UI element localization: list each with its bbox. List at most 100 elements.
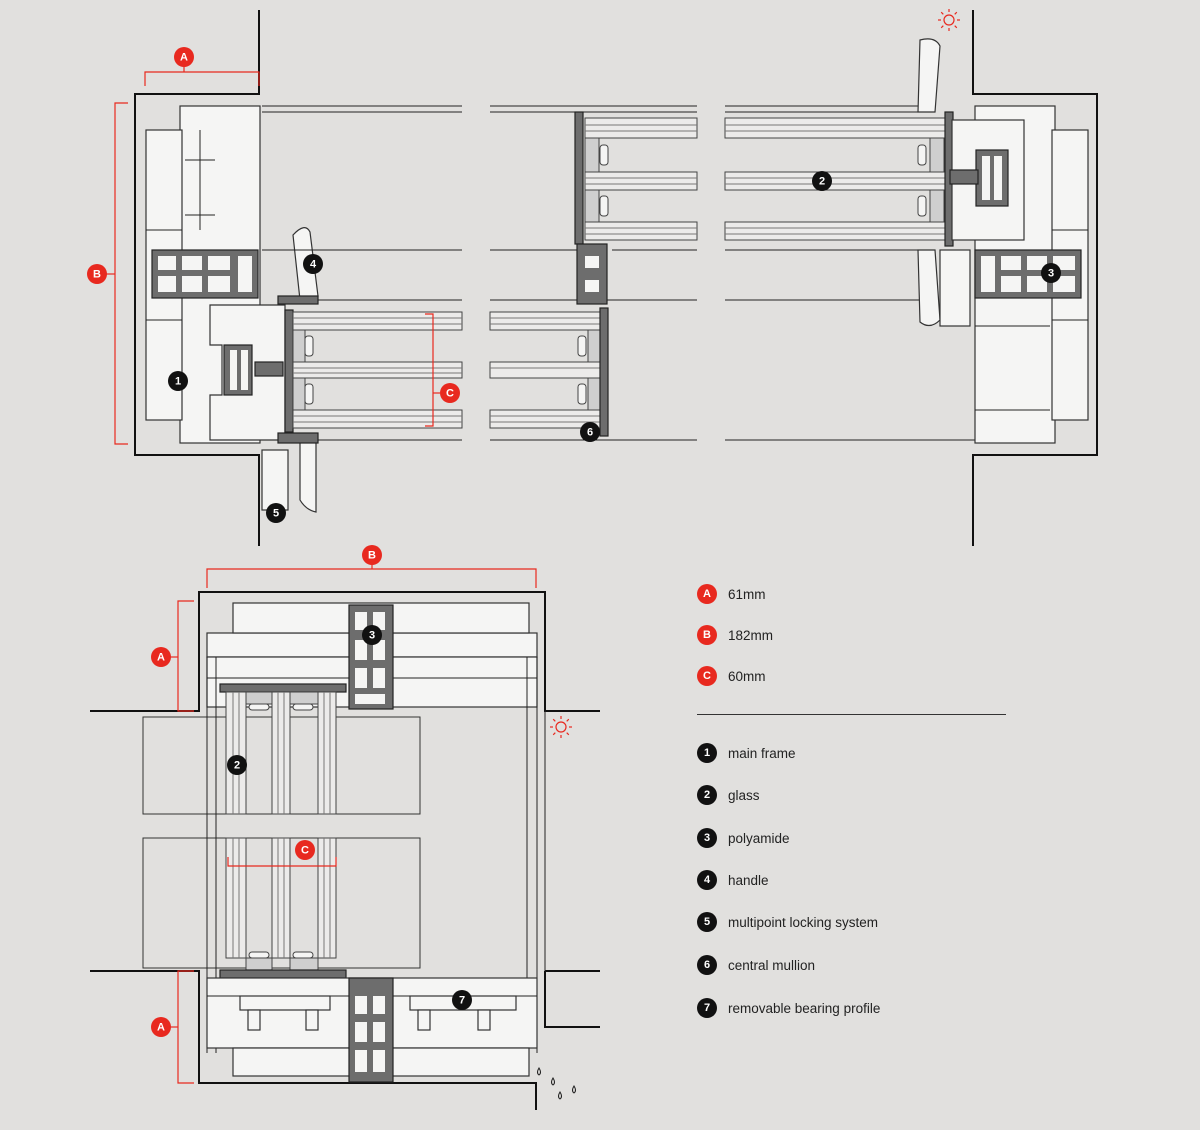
tag-circle	[812, 171, 832, 191]
component-label: polyamide	[728, 830, 790, 846]
dimension-tag-c: C	[440, 383, 460, 403]
dimension-value: 182mm	[728, 627, 774, 643]
dim-line-c-top	[425, 313, 434, 427]
component-tag-2: 2	[227, 755, 247, 775]
component-label: main frame	[728, 745, 796, 761]
tag-label: C	[301, 845, 309, 857]
tag-label: 3	[1048, 268, 1054, 280]
glass-unit-left	[284, 309, 463, 433]
dim-line-a-lower	[177, 970, 194, 1084]
outer-leaf-top	[917, 38, 941, 113]
dimension-badge: B	[697, 625, 717, 645]
polyamide-grid-left	[151, 249, 259, 299]
dimension-value: 61mm	[728, 586, 766, 602]
component-label: removable bearing profile	[728, 1000, 881, 1016]
tag-circle	[168, 371, 188, 391]
component-tag-2: 2	[812, 171, 832, 191]
component-label: glass	[728, 787, 760, 803]
vertical-section	[90, 563, 600, 1110]
tag-circle	[227, 755, 247, 775]
component-badge: 7	[697, 998, 717, 1018]
legend-dimension-a: A 61mm	[697, 582, 766, 606]
polyamide-bottom	[348, 977, 394, 1083]
tag-label: B	[368, 550, 376, 562]
dim-line-c-bottom	[227, 857, 337, 867]
tag-label: 5	[273, 508, 279, 520]
legend-component-7: 7 removable bearing profile	[697, 996, 880, 1020]
component-tag-3: 3	[1041, 263, 1061, 283]
polyamide-top	[348, 604, 394, 710]
tag-label: 2	[819, 176, 825, 188]
horizontal-section	[106, 9, 1098, 546]
legend-divider	[697, 714, 1006, 715]
dim-line-a-top	[144, 71, 260, 86]
dimension-badge: C	[697, 666, 717, 686]
tag-label: A	[157, 1022, 165, 1034]
dim-line-a-upper	[177, 600, 194, 712]
wall-outline-right	[972, 10, 1098, 546]
tag-circle	[440, 383, 460, 403]
legend-component-2: 2 glass	[697, 783, 760, 807]
wall-outline-bottom-right	[544, 971, 600, 1028]
tag-label: A	[180, 52, 188, 64]
component-badge: 4	[697, 870, 717, 890]
rain-drops-icon	[537, 1067, 576, 1100]
glass-vertical	[219, 683, 347, 979]
glass-unit-right	[724, 111, 954, 247]
dimension-tag-a: A	[151, 647, 171, 667]
component-badge: 1	[697, 743, 717, 763]
glass-unit-middle	[489, 307, 609, 437]
dimension-tag-a: A	[174, 47, 194, 67]
legend-component-6: 6 central mullion	[697, 953, 815, 977]
tag-label: A	[157, 652, 165, 664]
component-badge: 3	[697, 828, 717, 848]
tag-label: 3	[369, 630, 375, 642]
component-tag-3: 3	[362, 625, 382, 645]
tag-circle	[151, 647, 171, 667]
component-tag-4: 4	[303, 254, 323, 274]
dimension-tag-b: B	[362, 545, 382, 565]
tag-circle	[303, 254, 323, 274]
dim-line-b-bottom	[206, 568, 537, 588]
lock-body	[261, 449, 289, 511]
tag-circle	[174, 47, 194, 67]
lock-shape	[299, 439, 317, 513]
sun-icon	[938, 9, 960, 31]
dimension-tag-c: C	[295, 840, 315, 860]
dimension-badge: A	[697, 584, 717, 604]
tag-label: 2	[234, 760, 240, 772]
component-tag-1: 1	[168, 371, 188, 391]
tag-label: 4	[310, 259, 317, 271]
tag-circle	[452, 990, 472, 1010]
component-badge: 2	[697, 785, 717, 805]
component-label: multipoint locking system	[728, 914, 879, 930]
tag-label: B	[93, 269, 101, 281]
dimension-value: 60mm	[728, 668, 766, 684]
tag-circle	[151, 1017, 171, 1037]
wall-outline-bottom	[90, 970, 537, 1110]
tag-label: 6	[587, 427, 593, 439]
outer-leaf-bottom	[917, 249, 941, 327]
dimension-tag-b: B	[87, 264, 107, 284]
component-tag-6: 6	[580, 422, 600, 442]
component-tag-5: 5	[266, 503, 286, 523]
central-mullion-shape	[576, 243, 608, 305]
glass-unit-upper-middle	[574, 111, 698, 245]
tag-circle	[1041, 263, 1061, 283]
legend-component-5: 5 multipoint locking system	[697, 910, 878, 934]
tag-circle	[87, 264, 107, 284]
legend-component-3: 3 polyamide	[697, 826, 790, 850]
tag-label: 7	[459, 995, 465, 1007]
tag-circle	[362, 545, 382, 565]
tag-circle	[580, 422, 600, 442]
tag-label: 1	[175, 376, 181, 388]
sun-icon-lower	[550, 716, 572, 738]
polyamide-grid-right	[974, 249, 1082, 299]
component-label: central mullion	[728, 957, 816, 973]
component-tag-7: 7	[452, 990, 472, 1010]
component-label: handle	[728, 872, 769, 888]
legend-component-1: 1 main frame	[697, 741, 796, 765]
tag-circle	[266, 503, 286, 523]
